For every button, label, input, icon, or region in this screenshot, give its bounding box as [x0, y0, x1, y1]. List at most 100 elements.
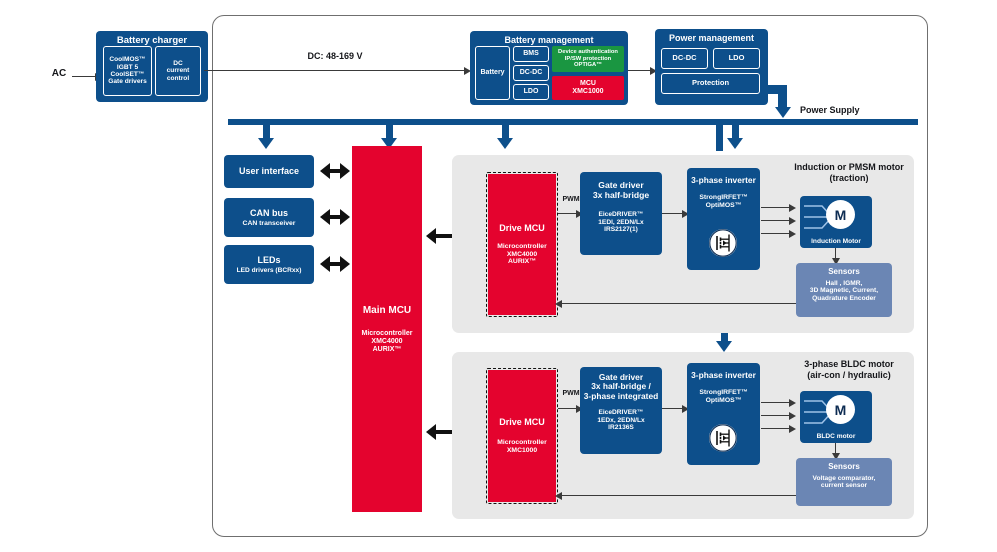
traction-gate-driver-block[interactable]: Gate driver 3x half-bridge EiceDRIVER™ 1… [580, 172, 662, 255]
can-bus-sub: CAN transceiver [242, 219, 296, 227]
traction-drive-mcu-block[interactable]: Drive MCU Microcontroller XMC4000 AURIX™ [488, 174, 556, 315]
bldc-phase-line-3 [761, 428, 791, 430]
battery-charger-right-text: DC current control [166, 59, 190, 82]
main-mcu-title: Main MCU [362, 304, 412, 316]
traction-motor-to-sensor-line [835, 248, 837, 260]
traction-phase-arrow-2 [789, 216, 796, 225]
traction-feedback-arrowhead [555, 299, 562, 308]
traction-phase-line-3 [761, 233, 791, 235]
bldc-motor-circle: M [826, 395, 855, 424]
ac-input-label: AC [51, 68, 67, 79]
can-bus-block[interactable]: CAN bus CAN transceiver [224, 198, 314, 237]
bldc-drive-mcu-block[interactable]: Drive MCU Microcontroller XMC1000 [488, 370, 556, 502]
bldc-phase-arrow-1 [789, 398, 796, 407]
bldc-phase-line-1 [761, 402, 791, 404]
bldc-pwm-arrowhead [576, 404, 583, 413]
bldc-gate-driver-block[interactable]: Gate driver 3x half-bridge / 3-phase int… [580, 367, 662, 454]
ac-input-line [72, 76, 96, 78]
leds-sub: LED drivers (BCRxx) [236, 266, 302, 274]
power-supply-elbow-horizontal [768, 85, 787, 94]
traction-inverter-sub: StrongIRFET™ OptiMOS™ [699, 194, 748, 210]
bldc-phase-arrow-3 [789, 424, 796, 433]
traction-sensors-block[interactable]: Sensors Hall , IGMR, 3D Magnetic, Curren… [796, 263, 892, 317]
arrow-leds-main-mcu [320, 256, 350, 272]
traction-drive-mcu-title: Drive MCU [499, 223, 545, 234]
bldc-sensors-sub: Voltage comparator, current sensor [812, 474, 876, 490]
ldo-box-bms[interactable]: LDO [513, 84, 549, 100]
power-supply-elbow-arrowhead [775, 107, 791, 118]
bldc-pwm-line [558, 408, 578, 410]
battery-charger-title: Battery charger [116, 35, 188, 46]
bldc-inverter-title: 3-phase inverter [691, 370, 756, 380]
main-mcu-sub: Microcontroller XMC4000 AURIX™ [361, 329, 413, 353]
traction-motor-glyph: M [834, 206, 847, 223]
traction-phase-line-1 [761, 207, 791, 209]
dc-link-line [204, 70, 466, 72]
bldc-pwm-label: PWM [562, 390, 580, 397]
optiga-security-box[interactable]: Device authentication IP/SW protection O… [552, 46, 624, 72]
traction-gate-driver-sub: EiceDRIVER™ 1EDI, 2EDN/Lx IRS2127(1) [598, 211, 644, 233]
traction-inverter-title: 3-phase inverter [691, 175, 756, 185]
dc-link-arrowhead [464, 66, 471, 75]
traction-pwm-arrowhead [576, 209, 583, 218]
power-supply-elbow-vertical [778, 85, 787, 108]
bldc-gate-driver-title: Gate driver 3x half-bridge / 3-phase int… [583, 372, 659, 401]
system-boundary-frame [212, 15, 928, 537]
power-management-title: Power management [668, 33, 755, 43]
traction-inverter-block[interactable]: 3-phase inverter StrongIRFET™ OptiMOS™ [687, 168, 760, 270]
bus-tap-main-mcu [381, 125, 397, 149]
leds-title: LEDs [257, 254, 281, 265]
bms-box[interactable]: BMS [513, 46, 549, 62]
traction-motor-label: Induction Motor [811, 237, 861, 245]
traction-motor-circle: M [826, 200, 855, 229]
bldc-motor-glyph: M [834, 401, 847, 418]
bldc-sensors-block[interactable]: Sensors Voltage comparator, current sens… [796, 458, 892, 506]
traction-phase-arrow-3 [789, 229, 796, 238]
traction-gate-to-inverter-line [662, 213, 684, 215]
battery-charger-left-text: CoolMOS™ IGBT 5 CoolSET™ Gate drivers [108, 56, 147, 86]
bus-tap-user-interface [258, 125, 274, 149]
bldc-phase-line-2 [761, 415, 791, 417]
bms-mcu-box[interactable]: MCU XMC1000 [552, 76, 624, 100]
traction-gate-driver-title: Gate driver 3x half-bridge [592, 180, 650, 200]
traction-sensors-sub: Hall , IGMR, 3D Magnetic, Current, Quadr… [809, 279, 879, 302]
bus-tap-traction-inverter [727, 125, 743, 149]
battery-charger-left-box[interactable]: CoolMOS™ IGBT 5 CoolSET™ Gate drivers [103, 46, 152, 96]
bldc-inverter-sub: StrongIRFET™ OptiMOS™ [699, 389, 748, 405]
battery-charger-block[interactable]: Battery charger [96, 31, 208, 102]
traction-gate-to-inverter-arrowhead [682, 209, 689, 218]
dcdc-box-bms[interactable]: DC-DC [513, 65, 549, 81]
bldc-drive-mcu-title: Drive MCU [499, 417, 545, 428]
traction-pwm-line [558, 213, 578, 215]
bldc-gate-to-inverter-line [662, 408, 684, 410]
bms-label: BMS [523, 50, 539, 58]
user-interface-block[interactable]: User interface [224, 155, 314, 188]
protection-box[interactable]: Protection [661, 73, 760, 94]
bus-tap-bldc-panel [716, 330, 732, 352]
bldc-motor-caption: 3-phase BLDC motor (air-con / hydraulic) [804, 359, 894, 380]
bldc-drive-mcu-dashed-border [486, 368, 558, 504]
traction-motor-to-sensor-arrowhead [831, 258, 840, 265]
power-supply-label: Power Supply [800, 105, 860, 115]
leds-block[interactable]: LEDs LED drivers (BCRxx) [224, 245, 314, 284]
main-mcu-block[interactable]: Main MCU Microcontroller XMC4000 AURIX™ [352, 146, 422, 512]
battery-cell-box[interactable]: Battery [475, 46, 510, 100]
bldc-feedback-arrowhead [555, 491, 562, 500]
traction-pwm-label: PWM [562, 196, 580, 203]
dcdc-label-pm: DC-DC [672, 53, 697, 63]
optiga-security-text: Device authentication IP/SW protection O… [558, 49, 618, 69]
bldc-feedback-line [560, 495, 796, 497]
arrow-can-bus-main-mcu [320, 209, 350, 225]
traction-drive-mcu-dashed-border [486, 172, 558, 317]
traction-motor-caption: Induction or PMSM motor (traction) [794, 162, 904, 183]
battery-charger-right-box[interactable]: DC current control [155, 46, 201, 96]
bms-mcu-text: MCU XMC1000 [572, 80, 604, 95]
bldc-gate-to-inverter-arrowhead [682, 404, 689, 413]
power-management-block[interactable]: Power management [655, 29, 768, 105]
traction-phase-line-2 [761, 220, 791, 222]
ldo-box-pm[interactable]: LDO [713, 48, 760, 69]
bus-tap-stem-inverter-top [716, 125, 723, 151]
bldc-motor-label: BLDC motor [816, 432, 856, 440]
dcdc-box-pm[interactable]: DC-DC [661, 48, 708, 69]
ldo-label-bms: LDO [523, 88, 539, 96]
